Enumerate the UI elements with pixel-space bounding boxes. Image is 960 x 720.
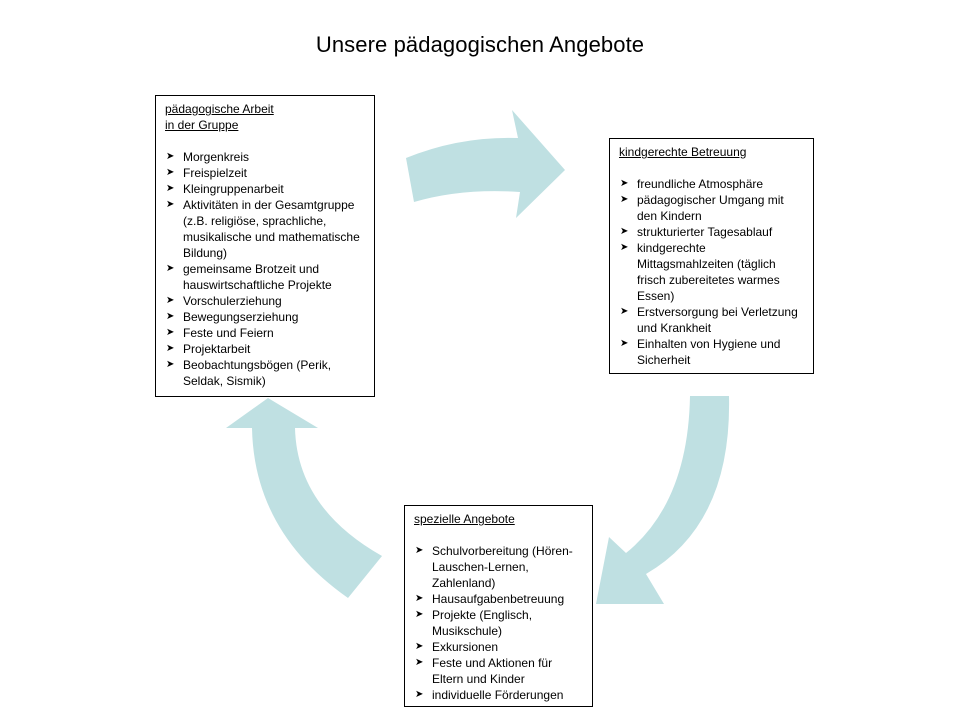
arrowhead-bullet-icon: ➤: [620, 226, 629, 237]
list-item: ➤ Kleingruppenarbeit: [165, 181, 366, 197]
box-child-care-title: kindgerechte Betreuung: [619, 144, 805, 160]
list-item: ➤ Aktivitäten in der Gesamtgruppe (z.B. r…: [165, 197, 366, 261]
list-item: ➤ Freispielzeit: [165, 165, 366, 181]
arrowhead-bullet-icon: ➤: [620, 242, 629, 253]
arrowhead-bullet-icon: ➤: [415, 657, 424, 668]
page-title: Unsere pädagogischen Angebote: [315, 32, 645, 57]
arrowhead-bullet-icon: ➤: [166, 295, 175, 306]
list-item-label: Erstversorgung bei Verletzung und Krankh…: [637, 305, 798, 335]
box-child-care: kindgerechte Betreuung ➤ freundliche Atmo…: [609, 138, 814, 374]
list-item-label: kindgerechte Mittagsmahlzeiten (täglich …: [637, 241, 780, 303]
box-special-offers-title: spezielle Angebote: [414, 511, 584, 527]
box-title-line: spezielle Angebote: [414, 512, 515, 526]
list-item: ➤ individuelle Förderungen: [414, 687, 584, 703]
list-item: ➤ Exkursionen: [414, 639, 584, 655]
arrowhead-bullet-icon: ➤: [166, 311, 175, 322]
list-item-label: Projekte (Englisch, Musikschule): [432, 608, 533, 638]
list-item-label: freundliche Atmosphäre: [637, 177, 764, 191]
list-item-label: Beobachtungsbögen (Perik, Seldak, Sismik…: [183, 358, 332, 388]
list-item: ➤ Schulvorbereitung (Hören-Lauschen-Lerne…: [414, 543, 584, 591]
arrowhead-bullet-icon: ➤: [415, 545, 424, 556]
list-item-label: Einhalten von Hygiene und Sicherheit: [637, 337, 781, 367]
list-item: ➤ Bewegungserziehung: [165, 309, 366, 325]
list-item-label: Schulvorbereitung (Hören-Lauschen-Lernen…: [432, 544, 573, 590]
list-item: ➤ pädagogischer Umgang mit den Kindern: [619, 192, 805, 224]
cycle-arrow-left: [226, 398, 382, 598]
list-item: ➤ kindgerechte Mittagsmahlzeiten (täglich…: [619, 240, 805, 304]
arrowhead-bullet-icon: ➤: [166, 359, 175, 370]
list-item: ➤ Vorschulerziehung: [165, 293, 366, 309]
list-item-label: Aktivitäten in der Gesamtgruppe (z.B. re…: [183, 198, 360, 260]
arrowhead-bullet-icon: ➤: [620, 338, 629, 349]
box-group-work: pädagogische Arbeit in der Gruppe ➤ Morge…: [155, 95, 375, 397]
arrowhead-bullet-icon: ➤: [415, 641, 424, 652]
box-title-line: kindgerechte Betreuung: [619, 145, 747, 159]
list-item-label: Feste und Feiern: [183, 326, 274, 340]
list-item-label: Kleingruppenarbeit: [183, 182, 284, 196]
list-item: ➤ strukturierter Tagesablauf: [619, 224, 805, 240]
box-title-line: pädagogische Arbeit: [165, 102, 274, 116]
list-item-label: Projektarbeit: [183, 342, 251, 356]
list-item-label: Hausaufgabenbetreuung: [432, 592, 565, 606]
list-item: ➤ Feste und Feiern: [165, 325, 366, 341]
arrowhead-bullet-icon: ➤: [415, 609, 424, 620]
arrowhead-bullet-icon: ➤: [415, 689, 424, 700]
arrowhead-bullet-icon: ➤: [166, 151, 175, 162]
box-group-work-title: pädagogische Arbeit in der Gruppe: [165, 101, 366, 133]
cycle-arrow-top: [406, 110, 565, 218]
list-item: ➤ freundliche Atmosphäre: [619, 176, 805, 192]
arrowhead-bullet-icon: ➤: [166, 327, 175, 338]
list-item: ➤ Projektarbeit: [165, 341, 366, 357]
arrowhead-bullet-icon: ➤: [166, 343, 175, 354]
list-item-label: strukturierter Tagesablauf: [637, 225, 773, 239]
list-item-label: individuelle Förderungen: [432, 688, 564, 702]
cycle-arrow-right: [596, 396, 730, 604]
box-child-care-list: ➤ freundliche Atmosphäre ➤ pädagogischer U…: [619, 176, 805, 368]
arrowhead-bullet-icon: ➤: [166, 183, 175, 194]
list-item-label: Vorschulerziehung: [183, 294, 282, 308]
list-item: ➤ Morgenkreis: [165, 149, 366, 165]
list-item: ➤ gemeinsame Brotzeit und hauswirtschaftl…: [165, 261, 366, 293]
list-item: ➤ Projekte (Englisch, Musikschule): [414, 607, 584, 639]
list-item-label: Morgenkreis: [183, 150, 250, 164]
arrowhead-bullet-icon: ➤: [620, 306, 629, 317]
list-item-label: Bewegungserziehung: [183, 310, 299, 324]
box-title-line: in der Gruppe: [165, 118, 239, 132]
box-special-offers-list: ➤ Schulvorbereitung (Hören-Lauschen-Lerne…: [414, 543, 584, 703]
arrowhead-bullet-icon: ➤: [620, 194, 629, 205]
list-item-label: Feste und Aktionen für Eltern und Kinder: [432, 656, 553, 686]
box-group-work-list: ➤ Morgenkreis ➤ Freispielzeit ➤ Kleingruppe…: [165, 149, 366, 389]
arrowhead-bullet-icon: ➤: [415, 593, 424, 604]
arrowhead-bullet-icon: ➤: [620, 178, 629, 189]
arrowhead-bullet-icon: ➤: [166, 263, 175, 274]
list-item: ➤ Feste und Aktionen für Eltern und Kinde…: [414, 655, 584, 687]
arrowhead-bullet-icon: ➤: [166, 199, 175, 210]
list-item-label: pädagogischer Umgang mit den Kindern: [637, 193, 784, 223]
arrowhead-bullet-icon: ➤: [166, 167, 175, 178]
list-item: ➤ Einhalten von Hygiene und Sicherheit: [619, 336, 805, 368]
list-item: ➤ Erstversorgung bei Verletzung und Krank…: [619, 304, 805, 336]
list-item: ➤ Hausaufgabenbetreuung: [414, 591, 584, 607]
list-item: ➤ Beobachtungsbögen (Perik, Seldak, Sismi…: [165, 357, 366, 389]
box-special-offers: spezielle Angebote ➤ Schulvorbereitung (H…: [404, 505, 593, 707]
list-item-label: gemeinsame Brotzeit und hauswirtschaftli…: [183, 262, 332, 292]
list-item-label: Freispielzeit: [183, 166, 248, 180]
list-item-label: Exkursionen: [432, 640, 499, 654]
